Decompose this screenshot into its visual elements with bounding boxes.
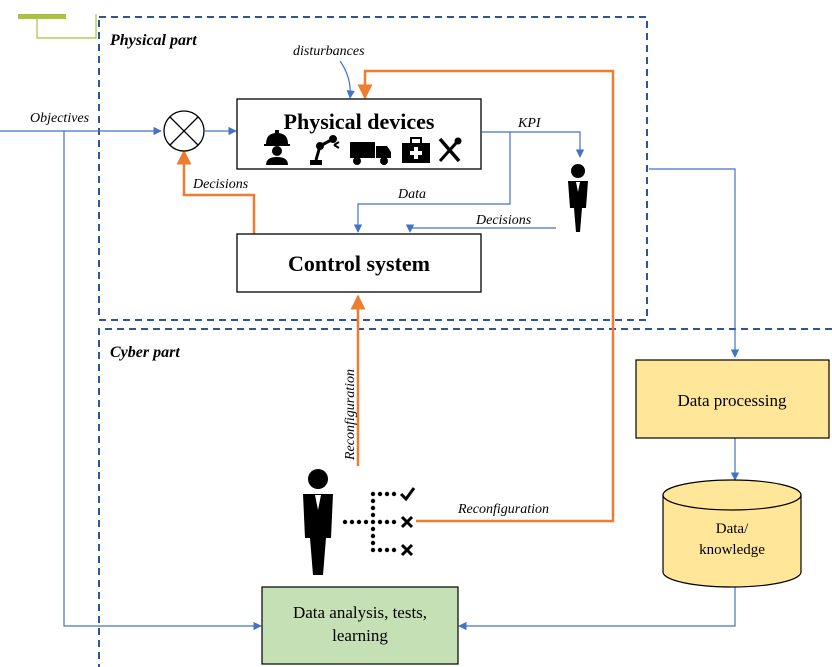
check-icon bbox=[399, 487, 416, 502]
data-knowledge-label-line2: knowledge bbox=[699, 542, 765, 558]
checklist-diagram bbox=[342, 487, 416, 557]
disturbances-label: disturbances bbox=[293, 44, 365, 59]
kpi-label: KPI bbox=[517, 116, 542, 131]
worker-icon bbox=[264, 130, 290, 165]
reconfiguration-vertical-label: Reconfiguration bbox=[343, 369, 358, 461]
cyber-part-region bbox=[98, 328, 832, 667]
medical-kit-icon bbox=[402, 137, 430, 163]
data-knowledge-cylinder: Data/ knowledge bbox=[662, 479, 802, 588]
knowledge-to-analysis-arrow bbox=[458, 585, 736, 631]
to-data-processing-arrow bbox=[649, 168, 740, 358]
data-processing-label: Data processing bbox=[677, 391, 787, 410]
cyber-part-title: Cyber part bbox=[110, 344, 180, 361]
truck-icon bbox=[350, 142, 391, 165]
data-processing-box: Data processing bbox=[635, 359, 830, 439]
data-analysis-label-line2: learning bbox=[332, 626, 388, 645]
data-knowledge-label-line1: Data/ bbox=[716, 521, 749, 537]
tools-icon bbox=[438, 137, 462, 163]
decisions-left-label: Decisions bbox=[192, 177, 249, 192]
robot-arm-icon bbox=[310, 135, 340, 165]
physical-devices-label: Physical devices bbox=[284, 109, 435, 134]
objectives-to-analysis-arrow bbox=[63, 131, 262, 631]
physical-part-region bbox=[98, 16, 648, 321]
summing-junction bbox=[163, 110, 205, 152]
decisions-to-sum-arrow bbox=[176, 149, 256, 234]
data-label: Data bbox=[397, 187, 426, 202]
control-system-label: Control system bbox=[288, 251, 430, 276]
disturbances-arrow bbox=[339, 60, 355, 99]
checklist-dots bbox=[342, 491, 397, 553]
data-analysis-box: Data analysis, tests, learning bbox=[261, 586, 459, 665]
decisions-right-label: Decisions bbox=[475, 213, 532, 228]
operator-person-icon bbox=[568, 164, 588, 232]
kpi-arrow bbox=[482, 131, 585, 158]
objectives-label: Objectives bbox=[30, 111, 90, 126]
cross-icon bbox=[400, 515, 414, 529]
cyber-person-icon bbox=[303, 469, 333, 575]
control-system-box: Control system bbox=[236, 233, 482, 293]
physical-devices-box: Physical devices bbox=[236, 98, 482, 170]
cross-icon bbox=[400, 543, 414, 557]
data-analysis-label-line1: Data analysis, tests, bbox=[293, 603, 427, 622]
reconfiguration-horizontal-label: Reconfiguration bbox=[457, 502, 549, 517]
blue-connectors bbox=[0, 60, 740, 631]
data-arrow bbox=[353, 132, 511, 233]
corner-logo bbox=[18, 14, 97, 39]
decisions-operator-arrow bbox=[405, 224, 556, 233]
reconfiguration-to-devices-arrow bbox=[357, 69, 615, 523]
orange-connectors bbox=[176, 69, 615, 523]
physical-part-title: Physical part bbox=[109, 32, 197, 49]
